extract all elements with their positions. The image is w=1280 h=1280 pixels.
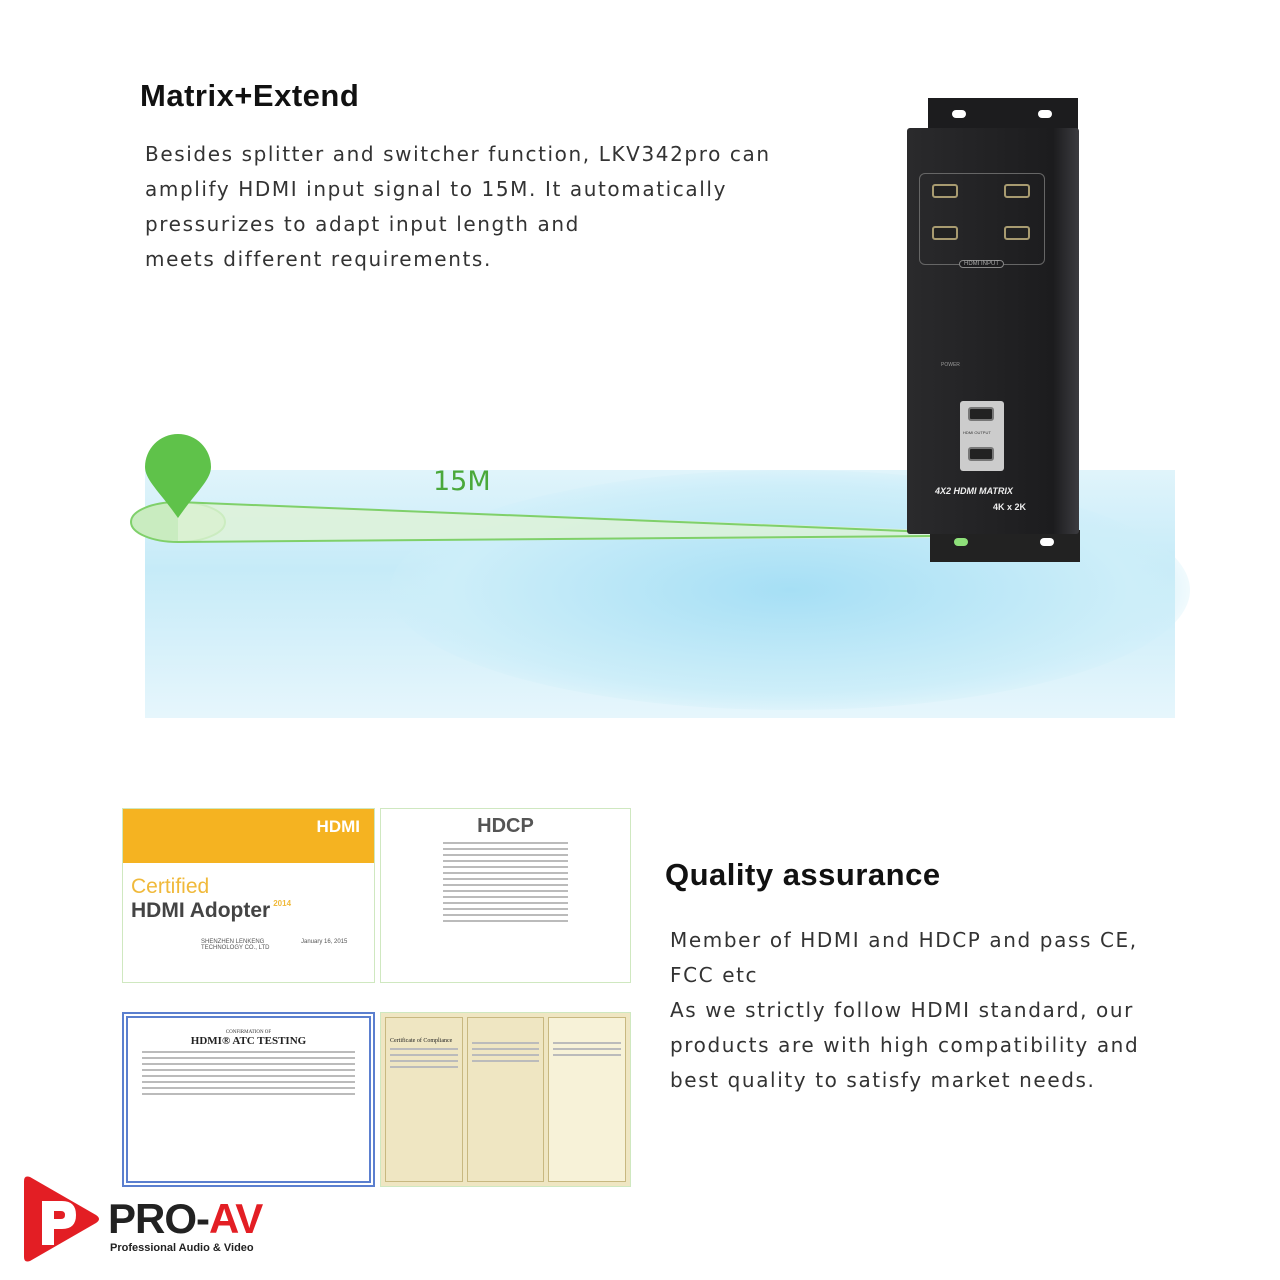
input-label: HDMI INPUT [959, 260, 1004, 268]
device-bottom-ear [930, 530, 1080, 562]
distance-label: 15M [433, 466, 491, 497]
description-line: meets different requirements. [145, 247, 492, 271]
hdmi-atc-certificate: CONFIRMATION OF HDMI® ATC TESTING [122, 1012, 375, 1187]
description-line: Besides splitter and switcher function, … [145, 142, 771, 166]
pro-av-logo-icon [24, 1176, 99, 1262]
description-line: best quality to satisfy market needs. [670, 1068, 1096, 1092]
pro-av-logo: PRO-AV Professional Audio & Video [20, 1175, 263, 1268]
section-title-matrix-extend: Matrix+Extend [140, 78, 360, 113]
device-top-ear [928, 98, 1078, 132]
power-label: POWER [941, 362, 960, 368]
hdcp-certificate: HDCP [380, 808, 631, 983]
description-line: pressurizes to adapt input length and [145, 212, 580, 236]
description-line: amplify HDMI input signal to 15M. It aut… [145, 177, 728, 201]
description-line: As we strictly follow HDMI standard, our [670, 998, 1134, 1022]
date-text: January 16, 2015 [301, 939, 348, 945]
atc-title: HDMI® ATC TESTING [190, 1035, 307, 1047]
description-line: products are with high compatibility and [670, 1033, 1140, 1057]
description-line: FCC etc [670, 963, 759, 987]
hdcp-logo: HDCP [477, 815, 534, 837]
compliance-certificates: Certificate of Compliance [380, 1012, 631, 1187]
fcc-certificate [466, 1017, 545, 1182]
year-text: 2014 [273, 899, 292, 908]
output-panel: HDMI OUTPUT [960, 401, 1004, 471]
description-line: Member of HDMI and HDCP and pass CE, [670, 928, 1138, 952]
compliance-title: Certificate of Compliance [390, 1038, 453, 1044]
company-text: SHENZHEN LENKENG TECHNOLOGY CO., LTD [201, 939, 270, 951]
input-panel [919, 173, 1045, 265]
hdmi-logo: HDMI [316, 817, 360, 836]
logo-tagline: Professional Audio & Video [110, 1242, 254, 1254]
extension-beam [130, 434, 931, 543]
logo-name: PRO- [108, 1195, 210, 1242]
hdmi-matrix-device: HDMI INPUT POWER HDMI OUTPUT 4X2 HDMI MA… [907, 128, 1079, 534]
ce-certificate: Certificate of Compliance [385, 1017, 463, 1182]
logo-name-accent: AV [209, 1195, 263, 1242]
section-title-quality: Quality assurance [665, 857, 941, 892]
device-resolution: 4K x 2K [993, 502, 1027, 512]
adopter-text: HDMI Adopter [131, 899, 271, 922]
output-label: HDMI OUTPUT [963, 430, 991, 435]
matrix-description: Besides splitter and switcher function, … [145, 137, 771, 277]
atc-header: CONFIRMATION OF [225, 1030, 272, 1035]
device-brand: 4X2 HDMI MATRIX [935, 486, 1013, 496]
certified-text: Certified [131, 875, 210, 898]
location-pin-icon [145, 434, 211, 518]
rohs-certificate [548, 1017, 627, 1182]
quality-description: Member of HDMI and HDCP and pass CE, FCC… [670, 923, 1139, 1098]
